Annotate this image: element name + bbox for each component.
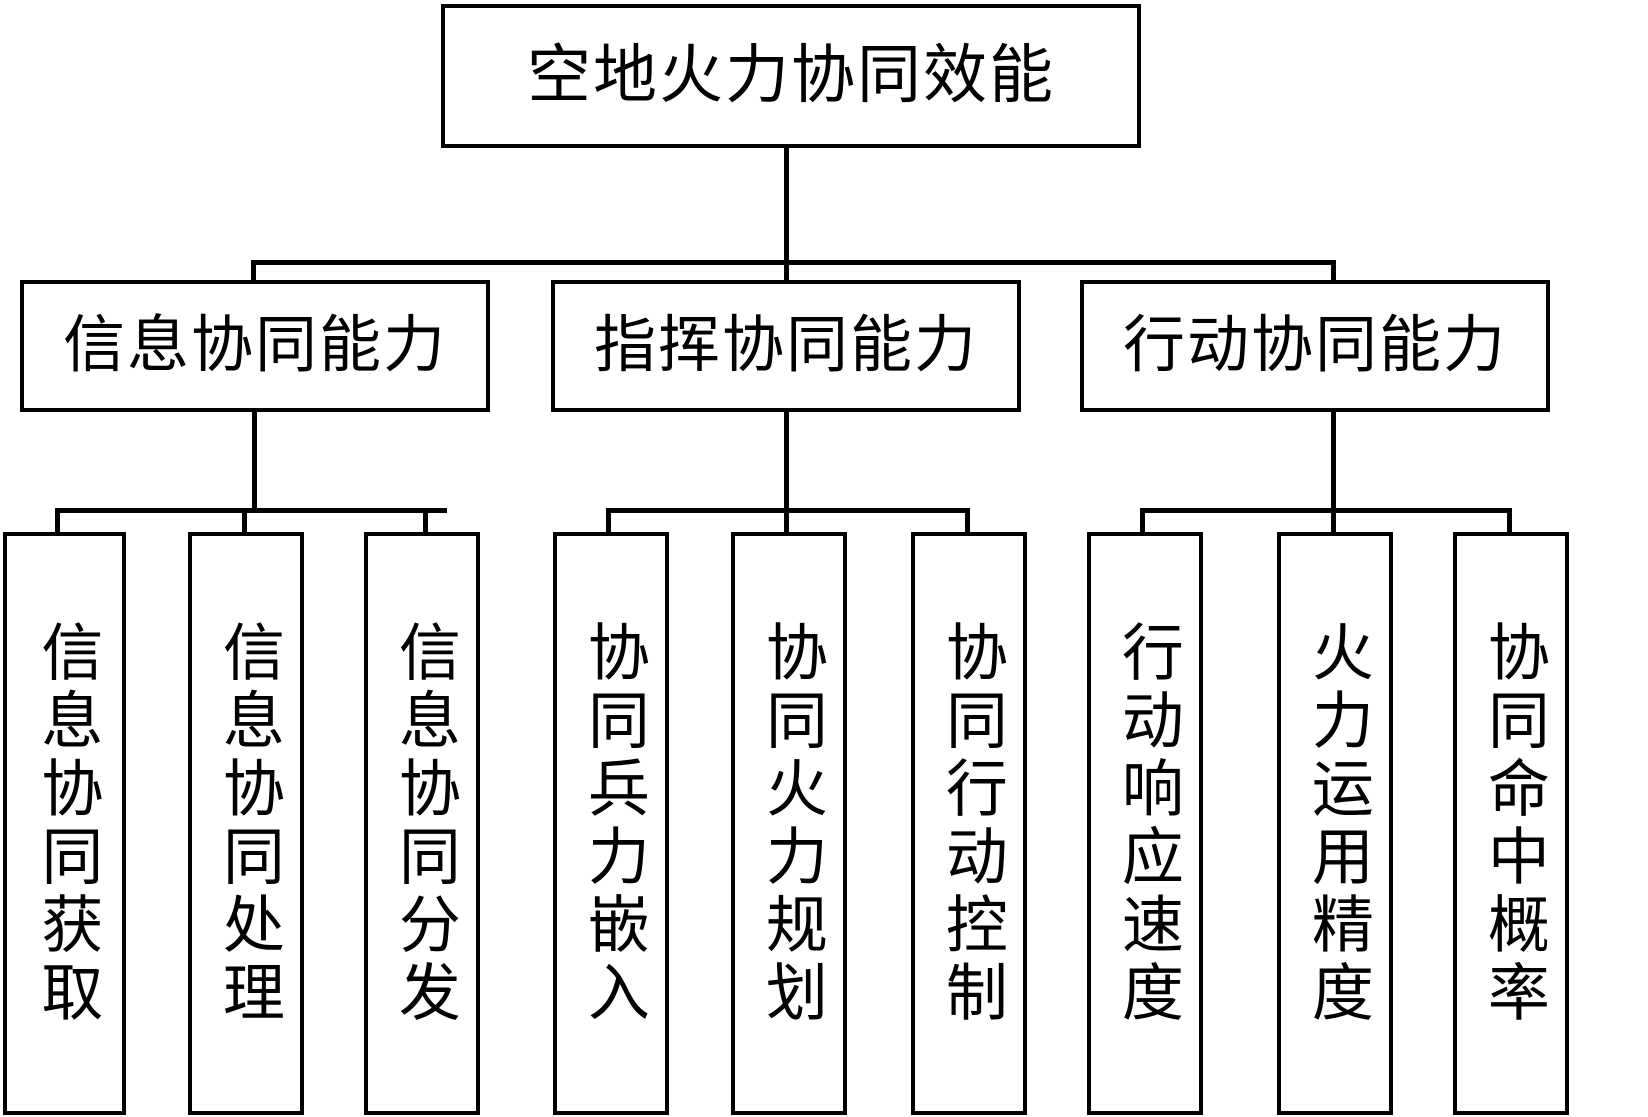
connector-root-bus	[251, 260, 1336, 265]
connector-root-stem	[784, 148, 789, 262]
node-leaf-response-speed-label: 行动响应速度	[1111, 619, 1180, 1028]
node-leaf-info-process[interactable]: 信息协同处理	[188, 532, 304, 1115]
connector-action-drop-1	[1140, 508, 1145, 534]
node-leaf-info-acquire[interactable]: 信息协同获取	[3, 532, 126, 1115]
connector-command-drop-3	[965, 508, 970, 534]
connector-action-drop-3	[1507, 508, 1512, 534]
node-branch-action[interactable]: 行动协同能力	[1080, 280, 1550, 412]
node-branch-command-label: 指挥协同能力	[593, 312, 978, 380]
node-leaf-hit-probability[interactable]: 协同命中概率	[1453, 532, 1569, 1115]
node-branch-action-label: 行动协同能力	[1122, 312, 1507, 380]
node-root[interactable]: 空地火力协同效能	[441, 4, 1141, 148]
node-leaf-info-distribute[interactable]: 信息协同分发	[364, 532, 480, 1115]
node-branch-information-label: 信息协同能力	[62, 312, 447, 380]
connector-information-drop-2	[242, 508, 247, 534]
node-leaf-response-speed[interactable]: 行动响应速度	[1087, 532, 1203, 1115]
node-root-label: 空地火力协同效能	[527, 40, 1055, 111]
node-leaf-hit-probability-label: 协同命中概率	[1477, 619, 1546, 1028]
node-leaf-info-distribute-label: 信息协同分发	[388, 619, 457, 1028]
node-leaf-force-embed[interactable]: 协同兵力嵌入	[553, 532, 669, 1115]
connector-command-drop-2	[784, 508, 789, 534]
node-branch-command[interactable]: 指挥协同能力	[551, 280, 1021, 412]
node-leaf-action-control[interactable]: 协同行动控制	[911, 532, 1027, 1115]
connector-command-drop-1	[606, 508, 611, 534]
connector-action-drop-2	[1331, 508, 1336, 534]
node-leaf-fire-plan[interactable]: 协同火力规划	[731, 532, 847, 1115]
node-branch-information[interactable]: 信息协同能力	[20, 280, 490, 412]
node-leaf-fire-plan-label: 协同火力规划	[755, 619, 824, 1028]
node-leaf-fire-accuracy[interactable]: 火力运用精度	[1277, 532, 1393, 1115]
node-leaf-action-control-label: 协同行动控制	[935, 619, 1004, 1028]
connector-information-stem	[252, 412, 257, 512]
node-leaf-info-process-label: 信息协同处理	[212, 619, 281, 1028]
connector-root-drop-center	[784, 260, 789, 282]
node-leaf-info-acquire-label: 信息协同获取	[31, 619, 100, 1028]
connector-information-drop-3	[423, 508, 428, 534]
connector-root-drop-right	[1331, 260, 1336, 282]
connector-action-bus	[1140, 508, 1512, 513]
connector-action-stem	[1331, 412, 1336, 512]
node-leaf-force-embed-label: 协同兵力嵌入	[577, 619, 646, 1028]
connector-command-stem	[784, 412, 789, 512]
connector-information-drop-1	[55, 508, 60, 534]
connector-root-drop-left	[251, 260, 256, 282]
connector-information-bus	[55, 508, 447, 513]
node-leaf-fire-accuracy-label: 火力运用精度	[1301, 619, 1370, 1028]
